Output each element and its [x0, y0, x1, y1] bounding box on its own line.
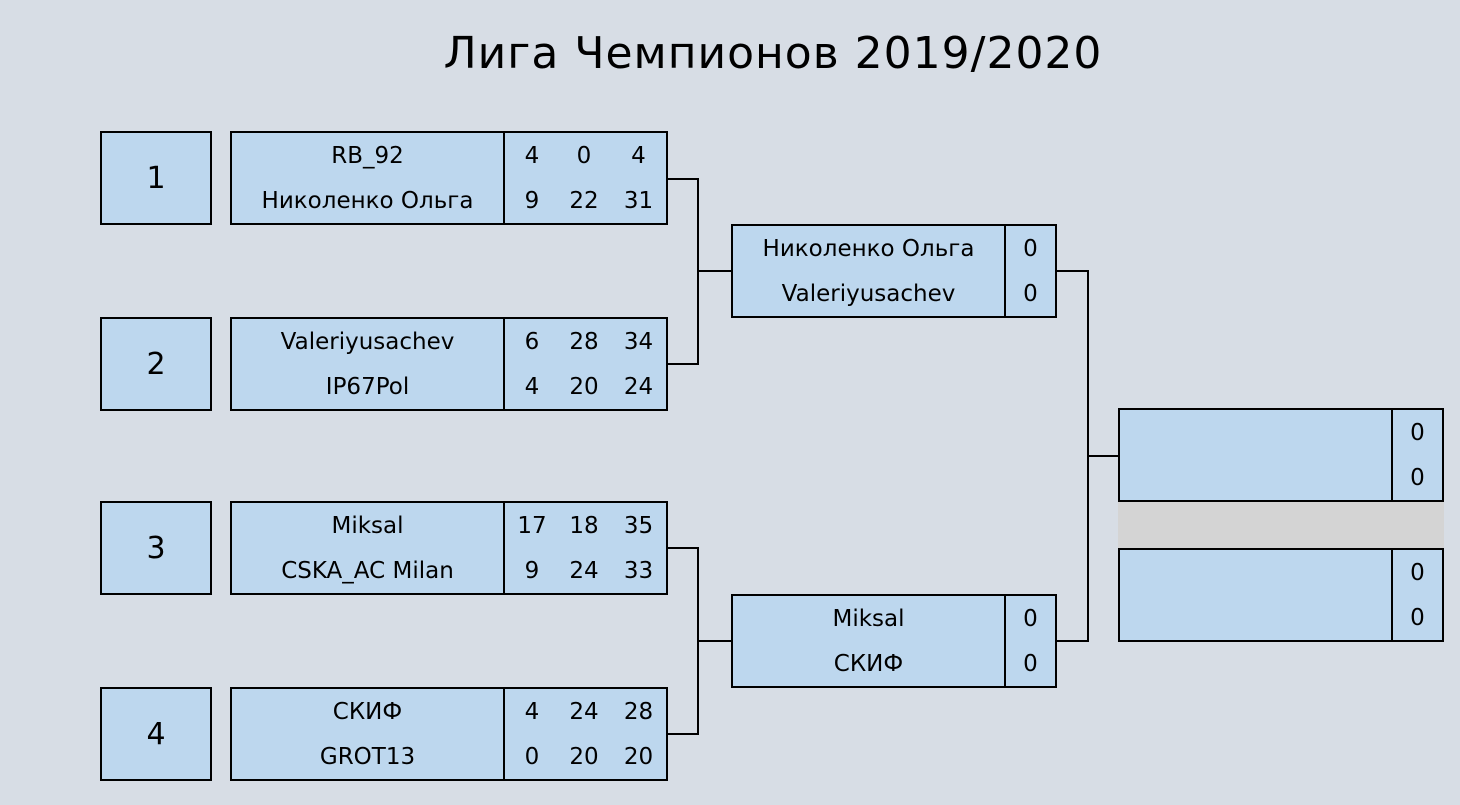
divider: [1004, 596, 1006, 686]
team-score: 18: [569, 512, 599, 539]
divider: [1004, 226, 1006, 316]
team-score: 0: [1023, 280, 1038, 307]
team-score: 35: [623, 512, 654, 539]
seed-2: 2: [100, 317, 212, 411]
team-score: 0: [1410, 604, 1425, 631]
team-score: 4: [631, 142, 646, 169]
team-name: СКИФ: [833, 650, 904, 677]
team-score: 20: [569, 373, 599, 400]
connector-line: [668, 547, 699, 549]
team-name: [1120, 455, 1391, 500]
team-score: 0: [1023, 650, 1038, 677]
connector-line: [668, 363, 699, 365]
seed-3: 3: [100, 501, 212, 595]
team-name: IP67Pol: [325, 373, 410, 400]
team-score: 4: [524, 142, 540, 169]
match-r1-3: Miksal 17 18 35 CSKA_AC Milan 9 24 33: [230, 501, 668, 595]
team-name: CSKA_AC Milan: [281, 557, 454, 584]
team-score: 28: [569, 328, 599, 355]
team-name: СКИФ: [332, 698, 403, 725]
team-score: 0: [1410, 464, 1425, 491]
match-r1-1: RB_92 4 0 4 Николенко Ольга 9 22 31: [230, 131, 668, 225]
team-name: Miksal: [331, 512, 404, 539]
team-name: Miksal: [832, 605, 905, 632]
team-score: 24: [569, 698, 599, 725]
team-score: 24: [623, 373, 654, 400]
team-score: 20: [569, 743, 599, 770]
team-score: 0: [1023, 235, 1038, 262]
team-score: 33: [623, 557, 654, 584]
divider: [503, 133, 505, 223]
team-score: 0: [1410, 419, 1425, 446]
connector-line: [668, 733, 699, 735]
team-name: Николенко Ольга: [762, 235, 975, 262]
team-name: Valeriyusachev: [280, 328, 455, 355]
team-score: 34: [623, 328, 654, 355]
team-name: [1120, 550, 1391, 595]
match-final: 0 0: [1118, 408, 1444, 502]
match-r1-2: Valeriyusachev 6 28 34 IP67Pol 4 20 24: [230, 317, 668, 411]
match-r1-4: СКИФ 4 24 28 GROT13 0 20 20: [230, 687, 668, 781]
team-name: Valeriyusachev: [781, 280, 956, 307]
team-score: 0: [576, 142, 592, 169]
team-name: GROT13: [319, 743, 416, 770]
team-score: 31: [623, 187, 654, 214]
team-score: 28: [623, 698, 654, 725]
team-name: [1120, 595, 1391, 640]
team-score: 0: [524, 743, 540, 770]
team-score: 9: [524, 187, 540, 214]
connector-line: [668, 178, 699, 180]
divider: [503, 319, 505, 409]
divider: [503, 503, 505, 593]
team-score: 0: [1410, 559, 1425, 586]
connector-line: [1057, 640, 1089, 642]
team-name: RB_92: [331, 142, 404, 169]
match-semifinal-1: Николенко Ольга 0 Valeriyusachev 0: [731, 224, 1057, 318]
page-title: Лига Чемпионов 2019/2020: [443, 28, 1103, 79]
team-score: 6: [524, 328, 540, 355]
team-score: 22: [569, 187, 599, 214]
team-score: 20: [623, 743, 654, 770]
team-score: 4: [524, 373, 540, 400]
team-name: [1120, 410, 1391, 455]
connector-line: [697, 270, 731, 272]
match-semifinal-2: Miksal 0 СКИФ 0: [731, 594, 1057, 688]
connector-line: [1087, 455, 1118, 457]
divider: [1391, 410, 1393, 500]
divider: [503, 689, 505, 779]
team-score: 0: [1023, 605, 1038, 632]
connector-line: [697, 640, 731, 642]
connector-line: [1057, 270, 1089, 272]
match-third-place: 0 0: [1118, 548, 1444, 642]
team-score: 4: [524, 698, 540, 725]
seed-1: 1: [100, 131, 212, 225]
team-score: 24: [569, 557, 599, 584]
separator: [1118, 502, 1444, 548]
divider: [1391, 550, 1393, 640]
team-score: 17: [517, 512, 547, 539]
team-name: Николенко Ольга: [261, 187, 474, 214]
seed-4: 4: [100, 687, 212, 781]
team-score: 9: [524, 557, 540, 584]
